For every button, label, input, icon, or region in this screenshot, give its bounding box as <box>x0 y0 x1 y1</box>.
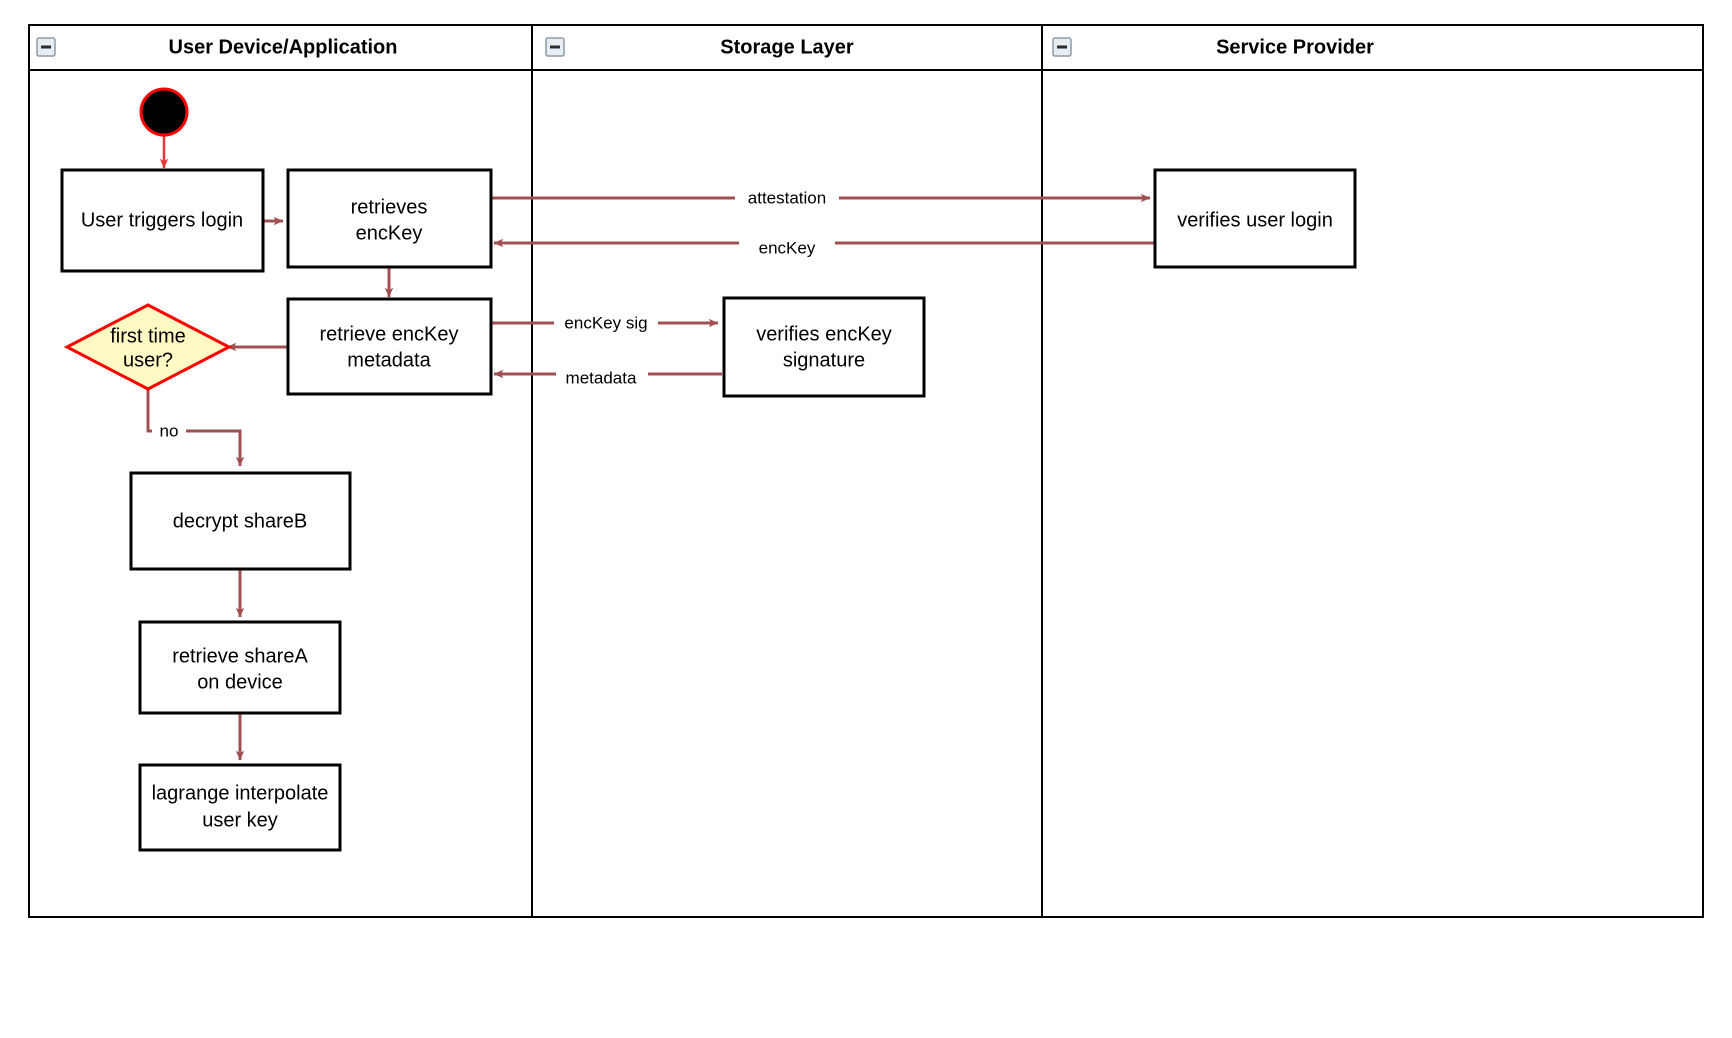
node-initial-start[interactable] <box>139 87 189 137</box>
lane-title-user-device: User Device/Application <box>169 36 398 58</box>
node-label-sharea-1: retrieve shareA <box>172 645 308 667</box>
node-label-retrieve-metadata-2: metadata <box>347 349 431 371</box>
node-label-user-triggers-login: User triggers login <box>81 209 243 231</box>
edge-label-metadata: metadata <box>566 368 637 387</box>
edge-label-bg-no <box>152 420 186 442</box>
node-verifies-user-login[interactable]: verifies user login <box>1153 168 1357 269</box>
collapse-minus-icon[interactable] <box>545 37 565 57</box>
edge-label-bg-attestation <box>735 187 839 209</box>
node-label-retrieves-enckey-1: retrieves <box>351 196 428 218</box>
node-first-time-user-decision[interactable]: first time user? <box>63 303 233 391</box>
lane-header-service-provider[interactable]: Service Provider <box>1042 25 1703 70</box>
node-label-retrieve-metadata-1: retrieve encKey <box>320 323 459 345</box>
node-label-retrieves-enckey-2: encKey <box>356 222 423 244</box>
edge-label-enckey: encKey <box>759 238 816 257</box>
lane-title-storage-layer: Storage Layer <box>720 36 854 58</box>
edge-label-bg-enckey <box>739 238 835 260</box>
edge-no-branch <box>146 390 245 467</box>
node-label-decision-2: user? <box>123 349 173 371</box>
node-label-decision-1: first time <box>110 325 186 347</box>
node-verifies-enckey-signature[interactable]: verifies encKey signature <box>722 296 926 398</box>
node-label-lagrange-1: lagrange interpolate <box>152 782 329 804</box>
node-lagrange-interpolate-user-key[interactable]: lagrange interpolate user key <box>138 763 342 852</box>
lane-title-service-provider: Service Provider <box>1216 36 1374 58</box>
edge-label-bg-enckey-sig <box>554 312 658 334</box>
node-decrypt-shareb[interactable]: decrypt shareB <box>129 471 352 571</box>
node-retrieves-enckey[interactable]: retrieves encKey <box>286 168 493 269</box>
edges-layer: attestation encKey encKey sig metadata n… <box>146 135 1154 761</box>
node-user-triggers-login[interactable]: User triggers login <box>60 168 265 273</box>
lane-header-user-device[interactable]: User Device/Application <box>29 25 532 70</box>
node-label-verifies-sig-2: signature <box>783 349 865 371</box>
collapse-minus-icon[interactable] <box>1052 37 1072 57</box>
node-label-sharea-2: on device <box>197 671 283 693</box>
edge-label-attestation: attestation <box>748 188 826 207</box>
edge-label-no: no <box>160 421 179 440</box>
collapse-minus-icon[interactable] <box>36 37 56 57</box>
node-label-verifies-sig-1: verifies encKey <box>756 323 892 345</box>
lane-header-storage-layer[interactable]: Storage Layer <box>532 25 1042 70</box>
node-label-verifies-user-login: verifies user login <box>1177 209 1333 231</box>
node-label-lagrange-2: user key <box>202 809 278 831</box>
node-retrieve-enckey-metadata[interactable]: retrieve encKey metadata <box>286 297 493 396</box>
node-retrieve-sharea-on-device[interactable]: retrieve shareA on device <box>138 620 342 715</box>
edge-label-bg-metadata <box>556 368 648 390</box>
node-label-decrypt-shareb: decrypt shareB <box>173 510 308 532</box>
edge-label-enckey-sig: encKey sig <box>564 313 647 332</box>
nodes-layer: User triggers login retrieves encKey ret… <box>60 87 1357 852</box>
